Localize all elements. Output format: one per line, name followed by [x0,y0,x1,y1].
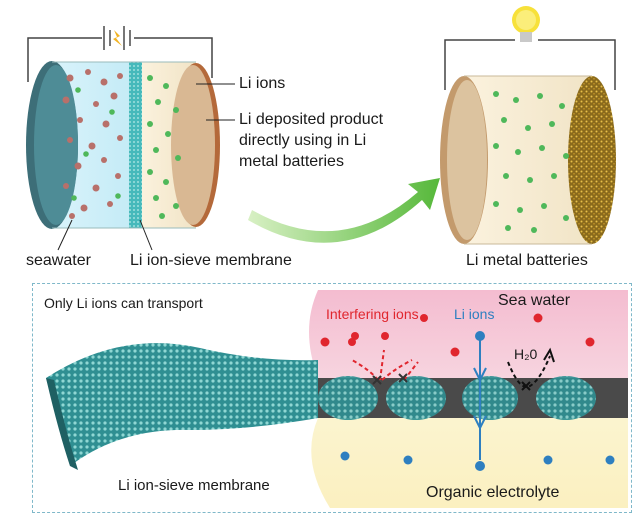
li-metal-batteries-label: Li metal batteries [466,252,588,269]
organic-electrolyte-label: Organic electrolyte [426,484,560,501]
li-ions-left [71,75,181,219]
sieve-pores [318,376,596,420]
deposited-product-callout-line1: Li deposited product [239,111,384,128]
h2o-label: H₂0 [514,346,538,362]
interfering-ions-label: Interfering ions [326,306,419,322]
panel-title: Only Li ions can transport [44,295,203,311]
seawater-callout-line [57,219,73,251]
sheet-edge [46,378,78,470]
li-ions-right [493,91,569,233]
membrane-label-bottom: Li ion-sieve membrane [118,477,270,494]
right-cell-wire [444,39,616,90]
seawater-label: seawater [26,252,91,269]
li-ions-callout: Li ions [239,75,286,92]
sea-water-label: Sea water [498,292,571,309]
organic-electrolyte-region [311,418,628,508]
sea-water-region [309,290,628,378]
h2o-blocked-arrow [507,347,555,391]
interfering-ions [320,313,595,357]
sieve-membrane [129,62,142,228]
deposited-product-callout-line3: metal batteries [239,153,344,170]
membrane-callout-line [139,219,153,251]
transfer-arrow [248,178,440,243]
membrane-label-top: Li ion-sieve membrane [130,252,292,269]
li-ions-label: Li ions [454,306,495,322]
battery-icon [103,26,131,50]
li-metal-battery [440,75,616,245]
deposited-product-callout-line2: directly using in Li [239,132,367,149]
sieve-membrane-sheet [46,343,318,466]
interfering-ions-left [62,69,123,219]
top-illustration [26,6,616,251]
light-bulb-icon [512,6,540,42]
left-cell-wire [27,37,213,82]
blocked-markers [372,373,408,385]
li-ions [340,331,615,471]
bottom-panel-frame [32,283,632,513]
li-ion-path [473,336,487,460]
